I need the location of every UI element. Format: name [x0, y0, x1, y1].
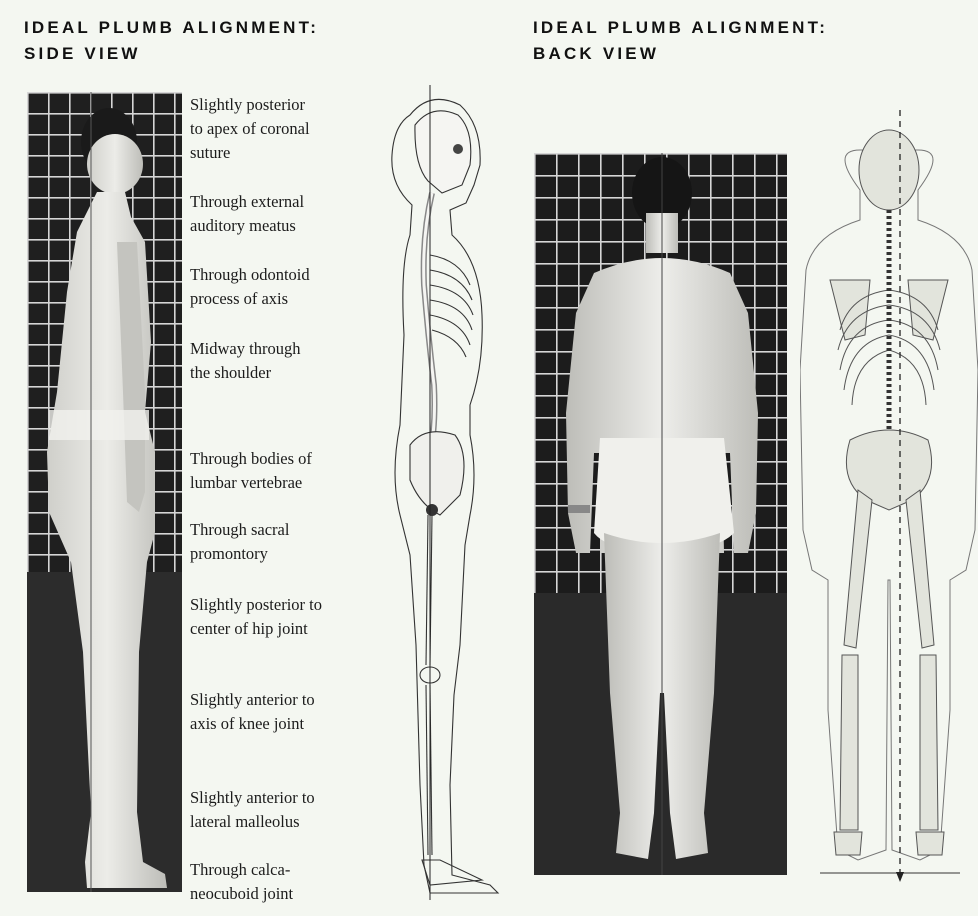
side-title-line-2: SIDE VIEW	[24, 41, 319, 67]
label-line: lumbar vertebrae	[190, 471, 375, 495]
back-view-title: IDEAL PLUMB ALIGNMENT: BACK VIEW	[533, 15, 828, 67]
label-shoulder: Midway through the shoulder	[190, 337, 375, 385]
label-knee-joint: Slightly anterior to axis of knee joint	[190, 688, 375, 736]
label-line: Through odontoid	[190, 263, 375, 287]
label-line: the shoulder	[190, 361, 375, 385]
label-line: Slightly anterior to	[190, 688, 375, 712]
label-line: to apex of coronal	[190, 117, 375, 141]
label-line: process of axis	[190, 287, 375, 311]
label-line: lateral malleolus	[190, 810, 375, 834]
label-line: neocuboid joint	[190, 882, 375, 906]
label-line: Midway through	[190, 337, 375, 361]
label-line: Through external	[190, 190, 375, 214]
label-lumbar-vertebrae: Through bodies of lumbar vertebrae	[190, 447, 375, 495]
side-view-photo	[27, 92, 182, 892]
label-calcaneocuboid-joint: Through calca- neocuboid joint	[190, 858, 375, 906]
back-title-line-1: IDEAL PLUMB ALIGNMENT:	[533, 15, 828, 41]
back-title-line-2: BACK VIEW	[533, 41, 828, 67]
label-line: center of hip joint	[190, 617, 375, 641]
side-view-skeleton-drawing	[370, 85, 520, 905]
label-coronal-suture: Slightly posterior to apex of coronal su…	[190, 93, 375, 165]
label-lateral-malleolus: Slightly anterior to lateral malleolus	[190, 786, 375, 834]
back-view-photo	[534, 153, 787, 875]
label-line: promontory	[190, 542, 375, 566]
label-hip-joint: Slightly posterior to center of hip join…	[190, 593, 375, 641]
label-line: Slightly posterior to	[190, 593, 375, 617]
back-view-skeleton-drawing	[800, 110, 978, 900]
side-view-title: IDEAL PLUMB ALIGNMENT: SIDE VIEW	[24, 15, 319, 67]
label-line: Through calca-	[190, 858, 375, 882]
label-line: suture	[190, 141, 375, 165]
label-sacral-promontory: Through sacral promontory	[190, 518, 375, 566]
side-title-line-1: IDEAL PLUMB ALIGNMENT:	[24, 15, 319, 41]
label-line: Through bodies of	[190, 447, 375, 471]
label-auditory-meatus: Through external auditory meatus	[190, 190, 375, 238]
label-line: Slightly posterior	[190, 93, 375, 117]
label-line: auditory meatus	[190, 214, 375, 238]
label-line: axis of knee joint	[190, 712, 375, 736]
label-line: Through sacral	[190, 518, 375, 542]
label-line: Slightly anterior to	[190, 786, 375, 810]
label-odontoid-process: Through odontoid process of axis	[190, 263, 375, 311]
